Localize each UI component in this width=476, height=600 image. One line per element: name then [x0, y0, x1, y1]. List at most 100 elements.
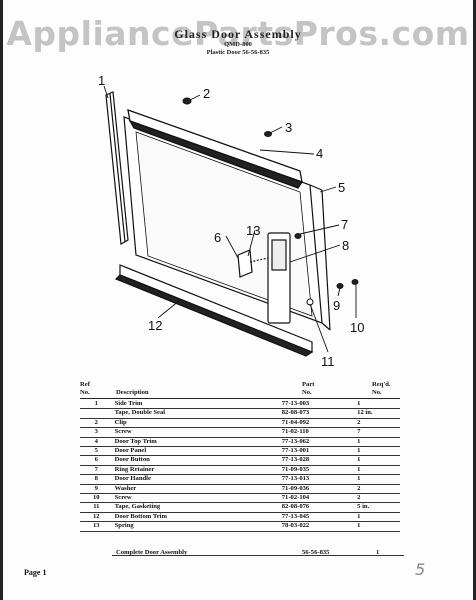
watermark: AppliancePartsPros.com [6, 14, 470, 53]
cell-desc: Side Trim [112, 400, 280, 410]
door-button-part [237, 249, 269, 278]
cell-desc: Tape, Gasketing [112, 502, 280, 513]
cell-desc: Screw [112, 493, 280, 504]
assembly-subtitle: Plastic Door 56-56-835 [206, 49, 270, 56]
cell-desc: Washer [112, 484, 280, 495]
cell-desc: Screw [112, 427, 280, 438]
cell-part: 77-13-028 [279, 455, 356, 466]
cell-desc: Door Handle [112, 474, 280, 485]
callout-3: 3 [285, 120, 292, 135]
cell-req: 2 [355, 493, 400, 504]
cell-desc: Tape, Double Seal [112, 408, 280, 419]
cell-req: 1 [355, 512, 400, 523]
cell-desc: Clip [112, 418, 280, 429]
cell-ref: 8 [80, 474, 113, 485]
cell-ref: 7 [80, 465, 113, 476]
cell-desc: Spring [112, 521, 280, 532]
callout-11: 11 [321, 354, 335, 369]
cell-desc: Door Button [112, 455, 280, 466]
page-number: Page 1 [24, 568, 47, 577]
model-number: QMD-800 [224, 41, 252, 48]
callout-5: 5 [338, 180, 345, 195]
header-divider [80, 398, 400, 399]
complete-assembly-part: 56-56-835 [302, 549, 330, 556]
cell-req: 2 [355, 418, 400, 429]
cell-ref: 5 [80, 446, 113, 457]
door-handle-part [267, 232, 291, 324]
cell-req: 2 [355, 484, 400, 495]
cell-desc: Door Bottom Trim [112, 512, 280, 523]
cell-req: 1 [355, 455, 400, 466]
cell-part: 71-02-104 [279, 493, 356, 504]
cell-ref: 10 [80, 493, 113, 504]
cell-ref: 6 [80, 455, 113, 466]
cell-desc: Door Panel [112, 446, 280, 457]
cell-part: 71-09-035 [279, 465, 356, 476]
cell-part: 82-08-076 [279, 502, 356, 513]
header-ref: Ref [80, 381, 90, 388]
callout-6: 6 [214, 230, 221, 245]
header-part-no: No. [302, 389, 312, 396]
cell-part: 77-13-062 [279, 437, 356, 448]
callout-leaders [103, 85, 357, 353]
cell-ref: 13 [80, 521, 113, 532]
cell-part: 71-04-092 [279, 418, 356, 429]
cell-req: 1 [355, 400, 400, 410]
cell-req: 7 [355, 427, 400, 438]
cell-ref: 3 [80, 427, 113, 438]
cell-part: 82-08-073 [279, 408, 356, 419]
handwritten-mark: 5 [415, 560, 426, 579]
callout-8: 8 [342, 238, 349, 253]
side-trim-part [105, 91, 129, 245]
page-title: Glass Door Assembly [174, 27, 302, 41]
cell-part: 77-13-001 [279, 446, 356, 457]
cell-desc: Ring Retainer [112, 465, 280, 476]
cell-part: 77-13-003 [279, 400, 356, 410]
complete-assembly-qty: 1 [376, 549, 380, 556]
cell-ref: 2 [80, 418, 113, 429]
cell-req: 1 [355, 465, 400, 476]
cell-ref: 11 [80, 502, 113, 513]
cell-req: 1 [355, 521, 400, 532]
cell-ref: 9 [80, 484, 113, 495]
header-description: Description [116, 389, 149, 396]
door-top-trim-part [127, 109, 304, 189]
callout-13: 13 [246, 223, 260, 238]
callout-9: 9 [333, 298, 340, 313]
header-part: Part [302, 381, 315, 388]
cell-part: 71-02-110 [279, 427, 356, 438]
complete-assembly-desc: Complete Door Assembly [116, 549, 188, 556]
cell-desc: Door Top Trim [112, 437, 280, 448]
header-ref-no: No. [80, 389, 90, 396]
callout-2: 2 [203, 86, 210, 101]
cell-part: 77-13-045 [279, 512, 356, 523]
cell-req: 1 [355, 437, 400, 448]
cell-ref: 12 [80, 512, 113, 523]
header-reqd-no: No. [372, 389, 382, 396]
callout-10: 10 [350, 320, 364, 335]
cell-req: 1 [355, 474, 400, 485]
cell-req: 12 in. [355, 408, 400, 419]
header-reqd: Req'd. [372, 381, 391, 388]
cell-part: 77-13-013 [279, 474, 356, 485]
cell-ref: 1 [80, 400, 113, 410]
scan-border-left [0, 0, 3, 600]
scan-border-right [473, 0, 476, 600]
cell-ref: 4 [80, 437, 113, 448]
